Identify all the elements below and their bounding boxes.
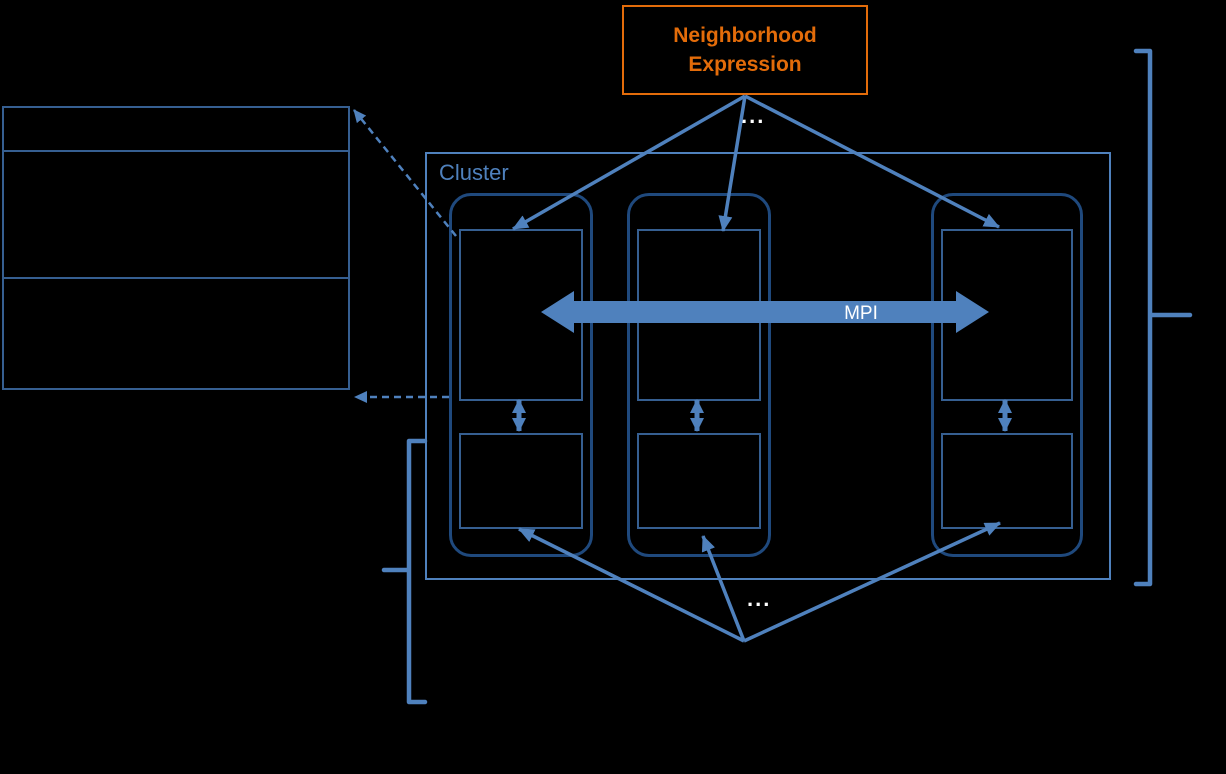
memory-table-row: [4, 279, 348, 386]
node-1-upper-box: [459, 229, 583, 401]
cluster-node-1: [449, 193, 593, 557]
left-bracket: [381, 438, 428, 705]
memory-table-row: [4, 108, 348, 152]
cluster-node-2: [627, 193, 771, 557]
callout-line-1: Neighborhood: [673, 24, 817, 47]
callout-line-2: Expression: [688, 53, 802, 76]
cluster-box: Cluster: [425, 152, 1111, 580]
cluster-label: Cluster: [439, 160, 509, 185]
ellipsis-bottom: ...: [747, 586, 772, 611]
node-2-lower-box: [637, 433, 761, 529]
ellipsis-top: ...: [741, 103, 766, 128]
neighborhood-expression-callout: Neighborhood Expression: [622, 5, 868, 95]
cluster-node-3: [931, 193, 1083, 557]
right-bracket: [1133, 48, 1193, 587]
memory-table: [2, 106, 350, 390]
node-3-upper-box: [941, 229, 1073, 401]
memory-table-row: [4, 152, 348, 279]
node-3-lower-box: [941, 433, 1073, 529]
node-1-lower-box: [459, 433, 583, 529]
node-2-upper-box: [637, 229, 761, 401]
